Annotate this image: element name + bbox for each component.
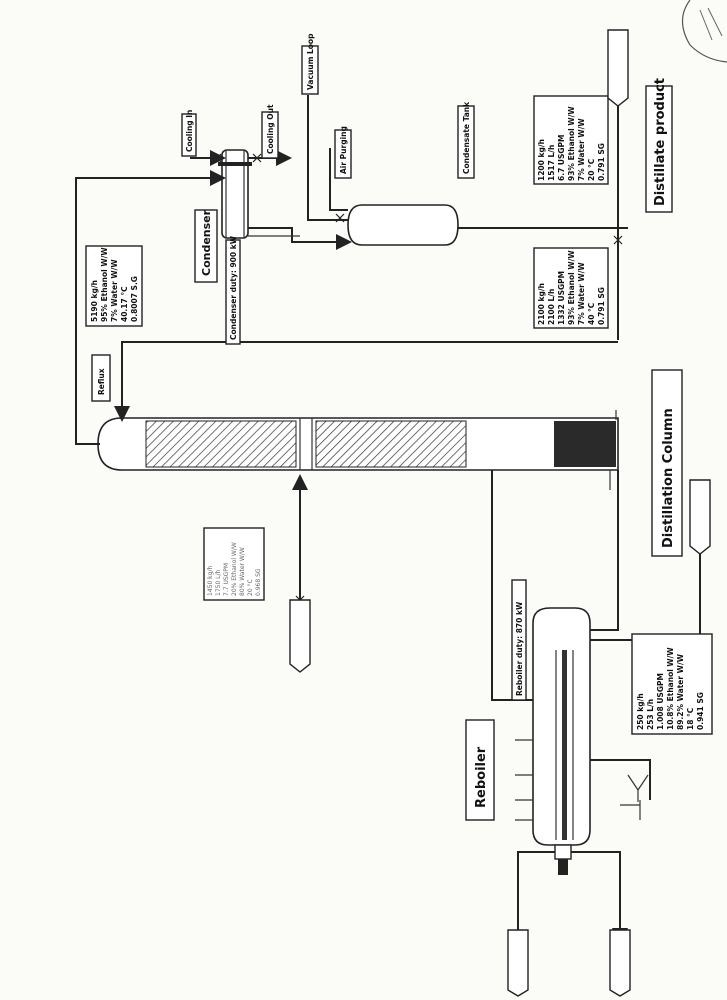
svg-text:93% Ethanol W/W: 93% Ethanol W/W — [567, 106, 576, 181]
bottoms-destination-tag — [689, 479, 711, 555]
reboiler-label: Reboiler — [465, 719, 495, 821]
svg-text:0.941 SG: 0.941 SG — [696, 692, 705, 730]
svg-text:80% Water W/W: 80% Water W/W — [239, 547, 246, 596]
steam-trap-icon — [627, 774, 649, 802]
svg-text:Distillation Column: Distillation Column — [661, 408, 676, 548]
piping — [75, 60, 701, 944]
svg-text:Vacuum Loop: Vacuum Loop — [306, 33, 315, 90]
heating-tube-bundle — [562, 650, 567, 840]
reboiler-duty-label: Reboiler duty: 870 kW — [511, 579, 527, 701]
reboiler — [532, 607, 591, 875]
svg-text:Cooling Out: Cooling Out — [266, 104, 275, 154]
svg-text:7% Water W/W: 7% Water W/W — [110, 259, 119, 322]
svg-text:6.7 USGPM: 6.7 USGPM — [557, 134, 566, 181]
svg-text:Air Purging: Air Purging — [339, 126, 348, 174]
svg-text:1200 kg/h: 1200 kg/h — [537, 139, 546, 181]
reflux-label: Reflux — [91, 354, 111, 402]
svg-text:0.791 SG: 0.791 SG — [597, 143, 606, 181]
svg-text:253 L/h: 253 L/h — [646, 699, 655, 730]
svg-text:5190 kg/h: 5190 kg/h — [90, 280, 99, 322]
packing-bed-lower — [315, 420, 467, 468]
steam-in-tag — [507, 929, 529, 997]
svg-text:7% Water W/W: 7% Water W/W — [577, 118, 586, 181]
svg-text:1450 kg/h: 1450 kg/h — [207, 566, 214, 596]
svg-text:1750 L/h: 1750 L/h — [215, 569, 222, 596]
tank-stream-data: 2100 kg/h 2100 L/h 1332 USGPM 93% Ethano… — [533, 247, 609, 329]
distillate-stream-data: 1200 kg/h 1517 L/h 6.7 USGPM 93% Ethanol… — [533, 95, 609, 185]
svg-text:Cooling In: Cooling In — [185, 110, 194, 152]
approval-stamp — [681, 0, 727, 63]
distillation-column-label: Distillation Column — [651, 369, 683, 557]
svg-text:1332 USGPM: 1332 USGPM — [557, 271, 566, 325]
svg-text:Condenser duty: 900 kW: Condenser duty: 900 kW — [229, 235, 238, 340]
condenser-duty-label: Condenser duty: 900 kW — [225, 235, 241, 345]
packing-bed-upper — [145, 420, 297, 468]
svg-text:1.008 USGPM: 1.008 USGPM — [656, 673, 665, 730]
condensate-tank — [347, 204, 459, 246]
bottoms-stream-data: 250 kg/h 253 L/h 1.008 USGPM 10.8% Ethan… — [631, 633, 713, 735]
svg-text:95% Ethanol W/W: 95% Ethanol W/W — [100, 247, 109, 322]
svg-text:7.7 USGPM: 7.7 USGPM — [223, 563, 230, 596]
svg-text:20 °C: 20 °C — [587, 158, 596, 181]
reflux-stream-data: 5190 kg/h 95% Ethanol W/W 7% Water W/W 4… — [85, 245, 143, 327]
svg-text:7% Water W/W: 7% Water W/W — [577, 262, 586, 325]
svg-text:20% Ethanol W/W: 20% Ethanol W/W — [231, 542, 238, 596]
svg-text:2100 L/h: 2100 L/h — [547, 289, 556, 325]
svg-text:18 °C: 18 °C — [686, 707, 695, 730]
feed-stream-data: 1450 kg/h 1750 L/h 7.7 USGPM 20% Ethanol… — [203, 527, 265, 601]
svg-text:Reflux: Reflux — [97, 368, 106, 395]
svg-text:93% Ethanol W/W: 93% Ethanol W/W — [567, 250, 576, 325]
condensate-tank-label: Condensate Tank — [457, 101, 475, 179]
column-sump-liquid — [554, 421, 616, 467]
svg-text:10.8% Ethanol W/W: 10.8% Ethanol W/W — [666, 647, 675, 730]
svg-text:0.968 SG: 0.968 SG — [255, 568, 262, 596]
svg-text:89.2% Water W/W: 89.2% Water W/W — [676, 653, 685, 730]
svg-text:0.791 SG: 0.791 SG — [597, 287, 606, 325]
svg-text:20 °C: 20 °C — [247, 579, 254, 596]
distillate-product-label: Distillate product — [645, 78, 673, 213]
distillation-column — [97, 410, 619, 471]
air-purging-label: Air Purging — [334, 126, 352, 179]
cooling-in-label: Cooling In — [181, 110, 197, 157]
svg-text:1517 L/h: 1517 L/h — [547, 145, 556, 181]
condenser-label: Condenser — [194, 209, 218, 283]
svg-text:40 °C: 40 °C — [587, 302, 596, 325]
svg-text:2100 kg/h: 2100 kg/h — [537, 283, 546, 325]
vacuum-loop-label: Vacuum Loop — [301, 33, 319, 95]
svg-text:250 kg/h: 250 kg/h — [636, 693, 645, 730]
condensate-out-tag — [609, 929, 631, 997]
svg-text:Condenser: Condenser — [200, 209, 213, 276]
svg-text:Condensate Tank: Condensate Tank — [462, 101, 471, 174]
distillate-destination-tag — [607, 29, 629, 107]
svg-text:Distillate product: Distillate product — [653, 78, 668, 206]
svg-text:0.8007 S.G: 0.8007 S.G — [130, 276, 139, 322]
svg-text:Reboiler duty: 870 kW: Reboiler duty: 870 kW — [515, 601, 524, 696]
svg-text:Reboiler: Reboiler — [474, 746, 489, 808]
cooling-out-label: Cooling Out — [261, 104, 279, 159]
svg-text:40.17 °C: 40.17 °C — [120, 286, 129, 322]
feed-source-tag — [289, 599, 311, 673]
